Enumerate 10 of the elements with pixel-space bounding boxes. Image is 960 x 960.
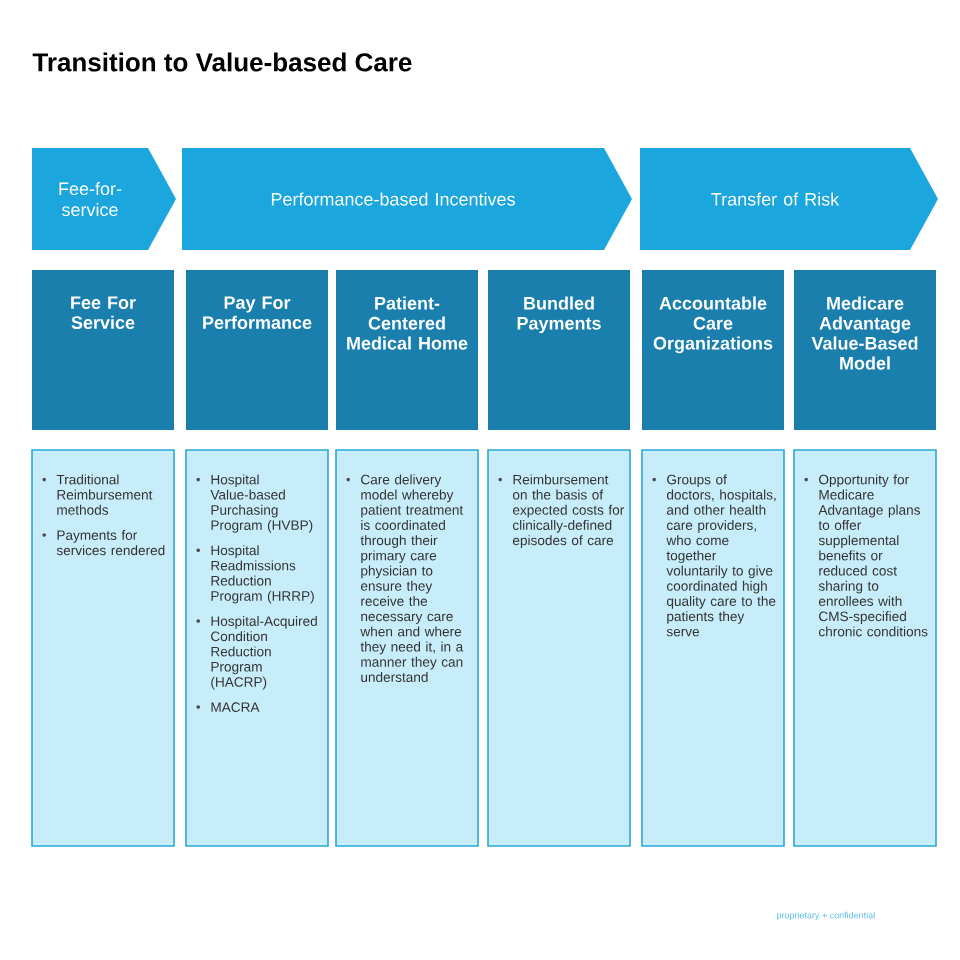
chevron-banner: Fee-for-service <box>32 148 176 250</box>
title: Transition to Value-based Care <box>32 52 412 72</box>
category-box: Accountable Care Organizations <box>642 270 784 430</box>
category-box: Fee For Service <box>32 270 174 430</box>
category-box: Bundled Payments <box>488 270 630 430</box>
category-box: Pay For Performance <box>186 270 328 430</box>
chevron-banner: Performance-based Incentives <box>182 148 632 250</box>
chevron-banner: Transfer of Risk <box>640 148 938 250</box>
category-box: Patient-Centered Medical Home <box>336 270 478 430</box>
category-box: Medicare Advantage Value-Based Model <box>794 270 936 430</box>
